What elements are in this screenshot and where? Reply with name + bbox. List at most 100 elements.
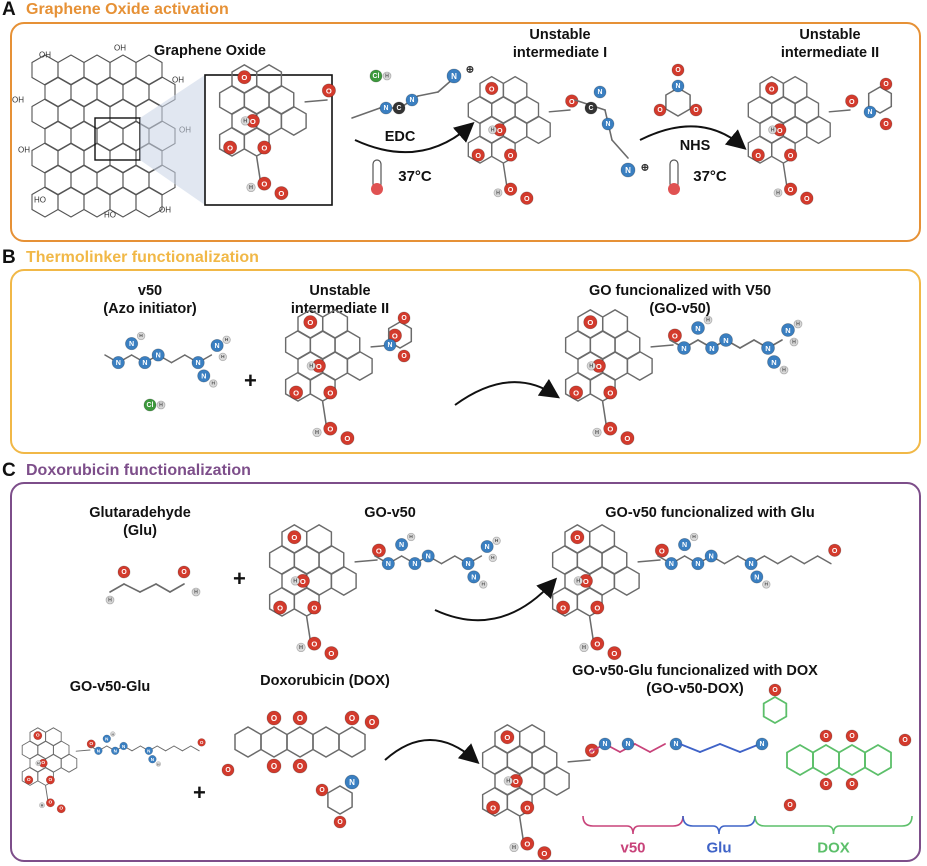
atom-circle: [592, 427, 602, 438]
hydrogen-atom: H: [306, 361, 316, 371]
atom-symbol: O: [49, 800, 53, 806]
oxygen-atom: O: [274, 186, 289, 201]
atom-circle: [509, 842, 519, 853]
hydroxyl-label: OH: [18, 146, 30, 155]
nitrogen-atom: N: [125, 337, 139, 351]
section-b-title: Thermolinker functionalization: [26, 249, 259, 266]
atom-symbol: O: [319, 787, 325, 794]
oxygen-atom: O: [800, 191, 814, 205]
hydrogen-atom: H: [703, 315, 713, 325]
chlorine-atom: Cl: [143, 398, 157, 412]
oxygen-atom: O: [667, 328, 682, 343]
atom-symbol: H: [512, 845, 516, 851]
section-a-panel: [10, 22, 921, 242]
carbon-ring: [305, 524, 333, 555]
carbon-ring: [83, 98, 111, 130]
carbon-ring: [518, 765, 546, 796]
atom-symbol: N: [122, 744, 125, 749]
atom-circle: [315, 783, 329, 797]
atom-circle: [151, 348, 165, 362]
atom-symbol: O: [293, 388, 299, 397]
atom-symbol: O: [277, 603, 283, 612]
atom-symbol: H: [212, 380, 216, 386]
nitrogen-atom: N: [210, 338, 224, 353]
atom-symbol: N: [412, 560, 417, 568]
nitrogen-atom: N: [148, 755, 157, 764]
bracket-v50: [582, 815, 684, 835]
bond: [790, 555, 806, 565]
carbon-ring: [526, 115, 551, 145]
carbon-ring: [284, 329, 312, 361]
bond: [440, 555, 456, 565]
atom-circle: [783, 148, 798, 162]
atom-circle: [583, 315, 598, 330]
atom-circle: [520, 800, 535, 815]
atom-symbol: O: [261, 180, 267, 189]
bond: [719, 743, 741, 753]
atom-circle: [819, 729, 833, 743]
atom-symbol: N: [868, 109, 873, 116]
atom-symbol: O: [594, 640, 600, 649]
carbon-ring: [135, 186, 163, 218]
oxygen-atom: O: [671, 63, 685, 77]
atom-circle: [86, 739, 96, 749]
arrow-b: [454, 378, 560, 406]
atom-symbol: O: [804, 194, 810, 203]
atom-symbol: O: [181, 569, 187, 576]
atom-symbol: N: [215, 342, 220, 350]
oxygen-atom: O: [653, 103, 667, 117]
atom-symbol: O: [883, 121, 889, 128]
nitrogen-atom: N: [664, 557, 678, 571]
oxygen-atom: O: [828, 543, 842, 557]
carbon-ring: [589, 329, 616, 361]
atom-symbol: O: [200, 740, 204, 745]
hydroxyl-label: OH: [114, 44, 126, 53]
atom-symbol: H: [243, 118, 247, 124]
atom-symbol: H: [159, 403, 163, 409]
atom-circle: [783, 182, 798, 196]
nitrogen-atom: N: [669, 737, 683, 751]
atom-circle: [590, 600, 605, 615]
nitrogen-atom: N: [691, 321, 705, 335]
atom-symbol: O: [524, 194, 530, 203]
atom-circle: [138, 356, 152, 370]
atom-circle: [344, 710, 360, 726]
hydrogen-atom: H: [488, 553, 497, 563]
atom-circle: [689, 103, 703, 117]
atom-circle: [296, 642, 306, 653]
atom-symbol: N: [384, 105, 389, 112]
atom-circle: [761, 341, 775, 355]
atom-circle: [793, 319, 803, 329]
hydrogen-atom: H: [105, 595, 115, 605]
atom-symbol: O: [297, 714, 303, 723]
oxygen-atom: O: [397, 311, 411, 325]
nitrogen-atom: N: [379, 101, 393, 115]
bond: [679, 743, 701, 753]
oxygen-atom: O: [273, 600, 288, 615]
atom-symbol: O: [349, 714, 355, 723]
oxygen-atom: O: [340, 431, 355, 446]
atom-circle: [197, 738, 206, 747]
atom-circle: [705, 341, 719, 355]
atom-symbol: O: [508, 151, 514, 160]
atom-symbol: O: [59, 806, 63, 812]
atom-circle: [237, 70, 252, 85]
bond: [611, 139, 629, 159]
atom-circle: [653, 103, 667, 117]
bond: [417, 91, 439, 97]
label-intermediate-2: Unstable intermediate II: [760, 26, 900, 62]
atom-circle: [783, 798, 797, 812]
atom-circle: [102, 734, 111, 743]
hydroxyl-label: OH: [12, 96, 24, 105]
atom-circle: [579, 642, 589, 653]
oxygen-atom: O: [223, 140, 238, 155]
atom-symbol: O: [326, 86, 332, 95]
atom-circle: [500, 730, 515, 745]
oxygen-atom: O: [590, 600, 605, 615]
bond: [255, 156, 262, 183]
atom-circle: [405, 93, 419, 107]
atom-circle: [395, 538, 409, 552]
atom-symbol: O: [307, 318, 313, 327]
